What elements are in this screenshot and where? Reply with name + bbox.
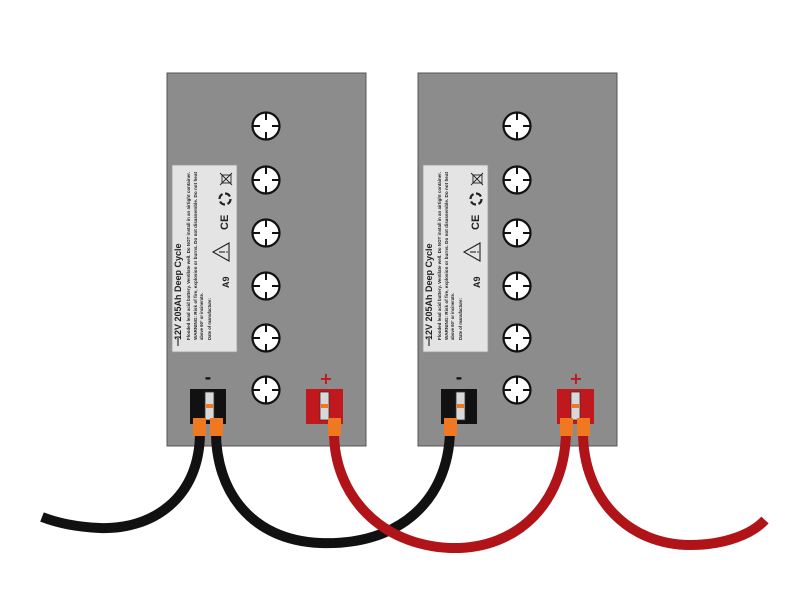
warning-triangle-icon (211, 242, 230, 262)
vent-cap-icon (502, 323, 532, 353)
crossed-bin-icon (470, 172, 484, 186)
lug-icon (210, 418, 223, 436)
battery-warning-line2: WARNING: Risk of fire, explosion or burn… (444, 171, 449, 340)
positive-jumper-cable (329, 431, 571, 554)
vent-cap-icon (502, 271, 532, 301)
vent-cap-icon (251, 111, 281, 141)
positive-symbol: + (569, 369, 582, 388)
cable-lugs (193, 418, 590, 436)
battery-label: 12V 205Ah Deep Cycle Flooded lead acid b… (171, 164, 238, 353)
negative-symbol: - (456, 368, 463, 387)
vent-cap-icon (251, 375, 281, 405)
battery-label: 12V 205Ah Deep Cycle Flooded lead acid b… (422, 164, 489, 353)
recycle-icon (469, 192, 483, 206)
lug-icon (444, 418, 457, 436)
ce-mark-icon: CE (470, 215, 482, 230)
cables (40, 431, 769, 554)
barcode-icon (177, 336, 179, 346)
battery-warning-line1: Flooded lead acid battery. Ventilate wel… (437, 172, 442, 340)
recycle-icon (218, 192, 232, 206)
vent-cap-icon (502, 165, 532, 195)
battery-2: 12V 205Ah Deep Cycle Flooded lead acid b… (417, 72, 618, 447)
battery-title: 12V 205Ah Deep Cycle (424, 243, 434, 340)
battery-title: 12V 205Ah Deep Cycle (173, 243, 183, 340)
vent-cap-icon (502, 375, 532, 405)
battery-date-label: Date of manufacture: (458, 298, 463, 340)
negative-jumper-cable (211, 431, 455, 549)
positive-output-cable (578, 431, 769, 551)
battery-warning-line3: above 60° or incinerate. (199, 293, 204, 340)
battery-warning-line2: WARNING: Risk of fire, explosion or burn… (193, 171, 198, 340)
svg-text:CE: CE (470, 215, 482, 230)
lug-icon (577, 418, 590, 436)
barcode-icon (428, 336, 430, 346)
ce-mark-icon: CE (219, 215, 231, 230)
positive-symbol: + (319, 369, 332, 388)
vent-cap-icon (251, 165, 281, 195)
battery-model: A9 (472, 276, 482, 288)
battery-model: A9 (221, 276, 231, 288)
svg-text:CE: CE (219, 215, 231, 230)
lug-icon (560, 418, 573, 436)
vent-cap-icon (251, 218, 281, 248)
vent-cap-icon (502, 218, 532, 248)
vent-cap-icon (251, 323, 281, 353)
warning-triangle-icon (462, 242, 481, 262)
vent-cap-icon (502, 111, 532, 141)
battery-date-label: Date of manufacture: (207, 298, 212, 340)
negative-symbol: - (205, 368, 212, 387)
battery-1: 12V 205Ah Deep Cycle Flooded lead acid b… (166, 72, 367, 447)
crossed-bin-icon (219, 172, 233, 186)
lug-icon (193, 418, 206, 436)
lug-icon (328, 418, 341, 436)
vent-cap-icon (251, 271, 281, 301)
battery-warning-line3: above 60° or incinerate. (450, 293, 455, 340)
battery-warning-line1: Flooded lead acid battery. Ventilate wel… (186, 172, 191, 340)
negative-output-cable (40, 431, 205, 534)
